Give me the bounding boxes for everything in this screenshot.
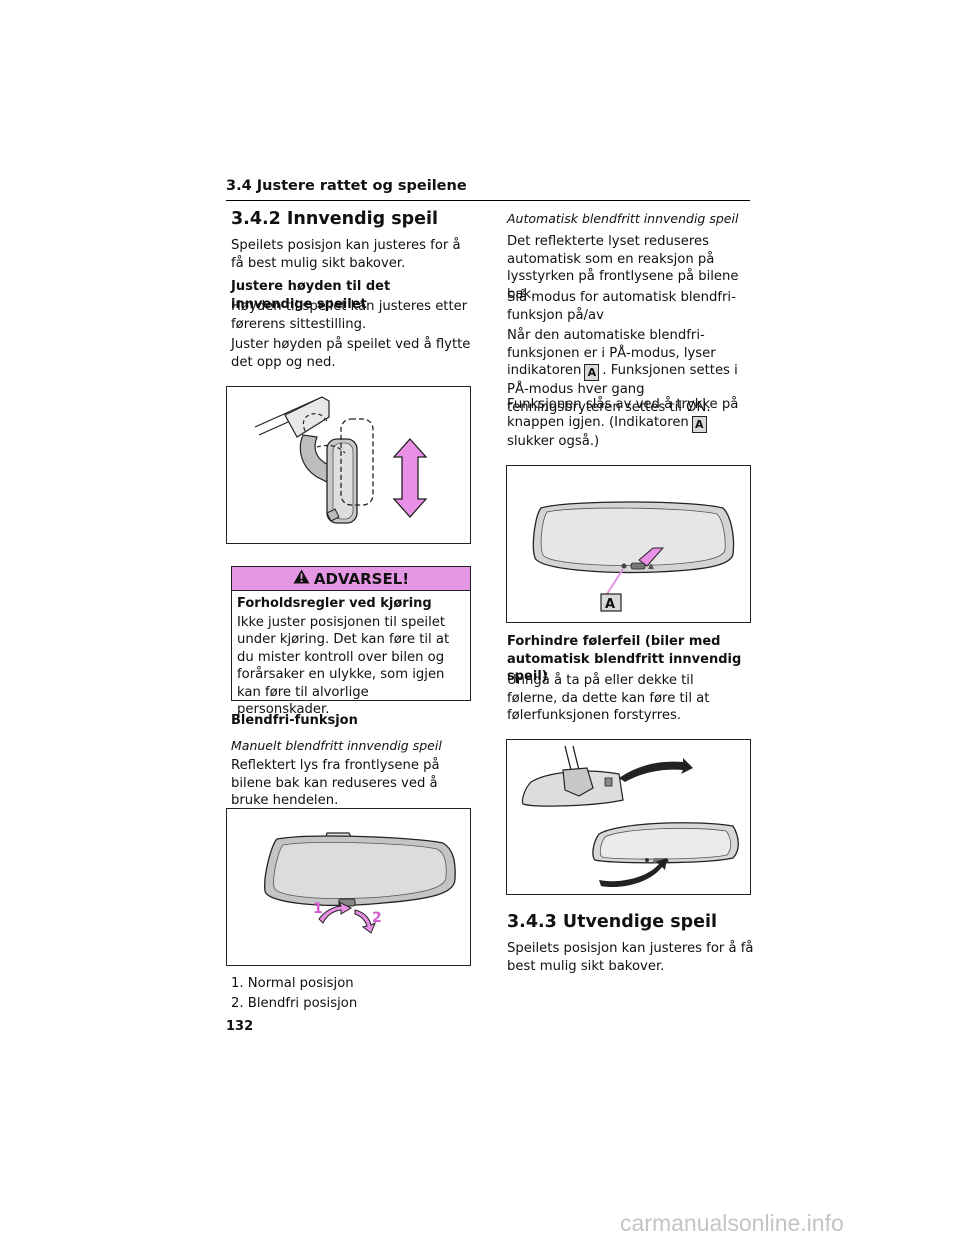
antiglare-title: Blendfri-funksjon: [231, 713, 358, 728]
figure-manual-antiglare: 1 2: [226, 808, 471, 966]
manual-antiglare-subtitle: Manuelt blendfritt innvendig speil: [231, 738, 442, 753]
auto-off-text: Funksjonen slås av ved å trykke på knapp…: [507, 397, 739, 430]
figure-mirror-height: [226, 386, 471, 544]
auto-on-paragraph: Når den automatiske blendfri-funksjonen …: [507, 327, 755, 416]
auto-on-text-2: . Funksjonen settes i PÅ-modus hver gang…: [507, 363, 738, 415]
auto-off-text-2: slukker også.): [507, 433, 600, 449]
adjust-height-text-2: Juster høyden på speilet ved å flytte de…: [231, 337, 471, 370]
section-divider: [226, 200, 750, 201]
indicator-badge-2: A: [691, 415, 707, 433]
adjust-height-text-1: Høyden til speilet kan justeres etter fø…: [231, 299, 468, 332]
figure-label-1: 1: [313, 901, 323, 917]
warning-label: ADVARSEL!: [313, 569, 410, 588]
auto-mode-text: Slå modus for automatisk blendfri-funksj…: [507, 290, 736, 323]
figure-label-a: A: [605, 597, 615, 612]
figure-label-2: 2: [372, 910, 382, 926]
heading-inside-mirror: 3.4.2 Innvendig speil: [231, 209, 439, 229]
auto-antiglare-text: Det reflekterte lyset reduseres automati…: [507, 234, 739, 302]
manual-antiglare-text: Reflektert lys fra frontlysene på bilene…: [231, 758, 440, 808]
warning-body: Ikke juster posisjonen til speilet under…: [237, 614, 450, 718]
list-item-2: 2. Blendfri posisjon: [231, 996, 358, 1011]
auto-antiglare-subtitle: Automatisk blendfritt innvendig speil: [507, 211, 739, 226]
warning-title: Forholdsregler ved kjøring: [237, 596, 432, 611]
sensor-text: Unngå å ta på eller dekke til følerne, d…: [507, 673, 710, 723]
adjust-height-title: Justere høyden til det innvendige speile…: [231, 279, 391, 312]
watermark: carmanualsonline.info: [620, 1210, 844, 1236]
heading-outside-mirrors: 3.4.3 Utvendige speil: [507, 912, 718, 932]
page-number: 132: [226, 1019, 254, 1034]
figure-auto-antiglare: A: [506, 465, 751, 623]
warning-box: ADVARSEL! Forholdsregler ved kjøring Ikk…: [231, 566, 471, 717]
sensor-title: Forhindre følerfeil (biler med automatis…: [507, 634, 742, 684]
figure-sensors: [506, 739, 751, 895]
list-item-1: 1. Normal posisjon: [231, 976, 354, 991]
section-header: 3.4 Justere rattet og speilene: [226, 178, 467, 194]
auto-on-text: Når den automatiske blendfri-funksjonen …: [507, 328, 716, 378]
auto-off-paragraph: Funksjonen slås av ved å trykke på knapp…: [507, 396, 755, 450]
indicator-badge: A: [584, 364, 600, 381]
intro-text: Speilets posisjon kan justeres for å få …: [231, 238, 461, 271]
outside-mirrors-intro: Speilets posisjon kan justeres for å få …: [507, 941, 754, 974]
warning-header: ADVARSEL!: [232, 567, 470, 591]
warning-triangle-icon: [293, 569, 310, 588]
